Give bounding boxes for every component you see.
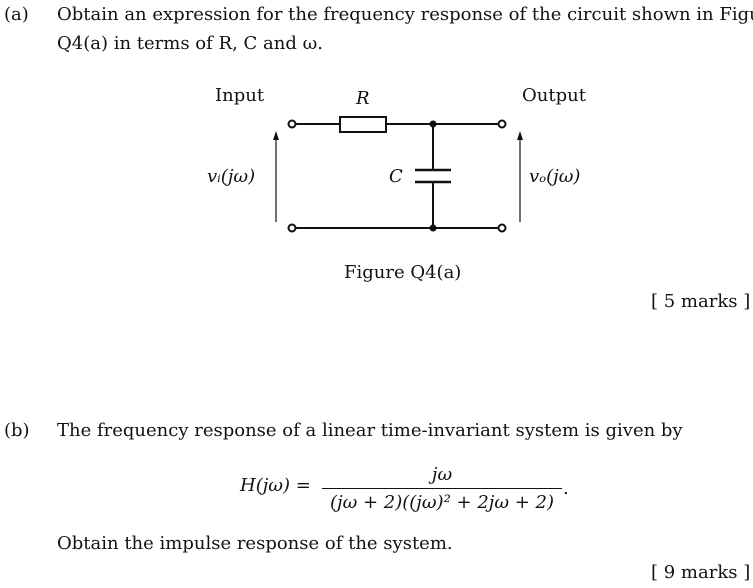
output-terminal	[497, 119, 507, 129]
arrow-head	[273, 131, 279, 140]
equation-period: .	[563, 478, 569, 499]
part-b-marks: [ 9 marks ]	[651, 562, 751, 583]
resistor-label: R	[356, 88, 370, 109]
output-terminal	[497, 223, 507, 233]
input-label: Input	[215, 85, 265, 106]
arrow-head	[517, 131, 523, 140]
part-a-label: (a)	[4, 4, 29, 25]
equation-denominator: (jω + 2)((jω)² + 2jω + 2)	[329, 492, 555, 513]
junction-dot	[429, 120, 437, 128]
equation-lhs: H(jω) =	[240, 475, 311, 496]
resistor	[339, 116, 387, 133]
vout-label: vₒ(jω)	[529, 166, 581, 187]
input-terminal	[287, 223, 297, 233]
part-a-text-line2: Q4(a) in terms of R, C and ω.	[57, 33, 323, 54]
part-b-text: The frequency response of a linear time-…	[57, 420, 683, 441]
junction-dot	[429, 224, 437, 232]
part-a-marks: [ 5 marks ]	[651, 291, 751, 312]
part-a-text-line1: Obtain an expression for the frequency r…	[57, 4, 753, 25]
output-label: Output	[522, 85, 586, 106]
capacitor-label: C	[389, 166, 403, 187]
equation-numerator: jω	[431, 464, 453, 485]
figure-caption: Figure Q4(a)	[344, 262, 462, 283]
equation-fraction: jω (jω + 2)((jω)² + 2jω + 2)	[322, 464, 562, 513]
input-terminal	[287, 119, 297, 129]
part-b-instruction: Obtain the impulse response of the syste…	[57, 533, 453, 554]
vin-label: vᵢ(jω)	[207, 166, 256, 187]
part-b-label: (b)	[4, 420, 30, 441]
fraction-bar	[322, 488, 562, 489]
